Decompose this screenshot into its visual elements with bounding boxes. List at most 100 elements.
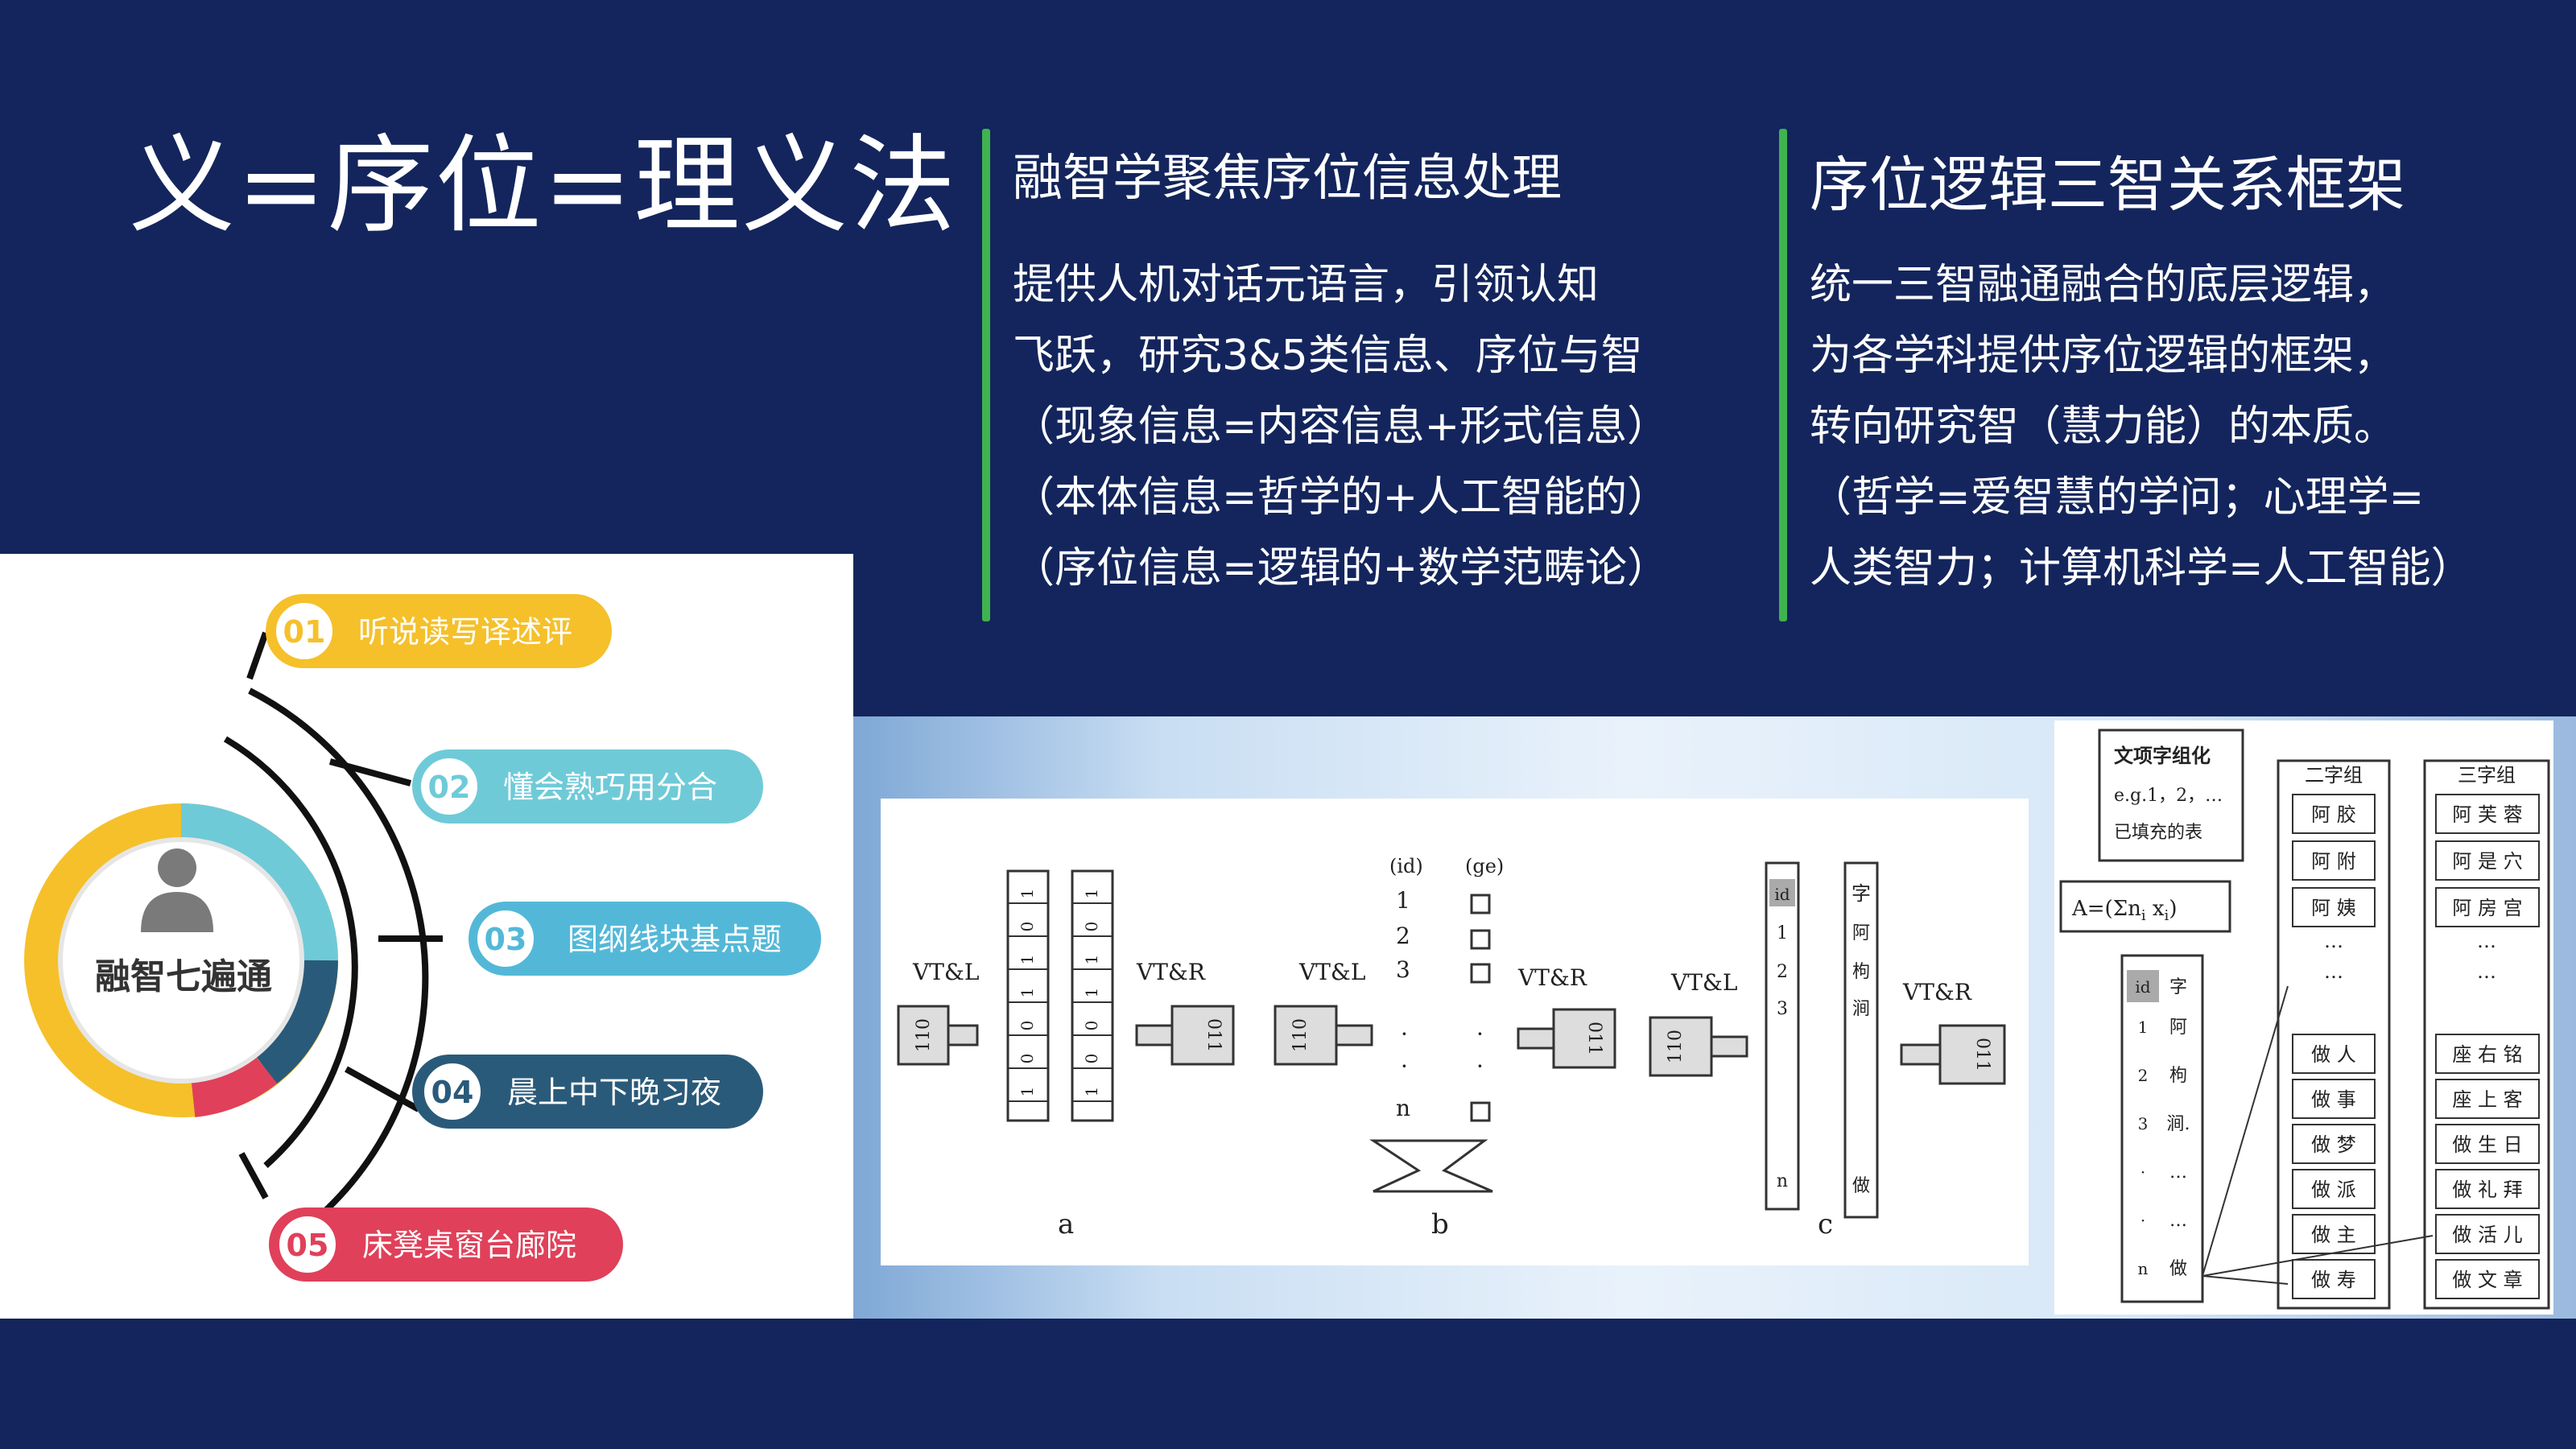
item-number: 05 (287, 1228, 329, 1263)
tape-cell: 做 (1852, 1176, 1870, 1196)
body-line: 统一三智融通融合的底层逻辑， (1810, 261, 2396, 309)
chip-label: 011 (1203, 1018, 1224, 1052)
body-line: 转向研究智（慧力能）的本质。 (1810, 402, 2396, 451)
ellipsis-dot: · (1476, 1021, 1484, 1047)
index-char-cell: 做 (2169, 1259, 2187, 1279)
head-arm (1900, 1043, 1942, 1066)
tape-bit: 1 (1018, 1087, 1037, 1097)
word-cell-text: 阿 姨 (2311, 897, 2356, 919)
word-cell (2292, 1034, 2376, 1074)
tape-cell: n (1777, 1171, 1788, 1191)
col-ge-label: (ge) (1465, 855, 1504, 877)
column-body: 提供人机对话元语言，引领认知 飞跃，研究3&5类信息、序位与智 （现象信息=内容… (1013, 250, 1669, 604)
item-number: 02 (428, 770, 471, 805)
slot-box (1470, 894, 1491, 914)
body-line: 人类智力；计算机科学=人工智能） (1810, 544, 2473, 592)
tape-bit: 1 (1082, 1087, 1101, 1097)
connector-line (345, 1066, 420, 1113)
word-cell (2435, 794, 2540, 834)
word-cell (2435, 1124, 2540, 1164)
word-cell-text: 做 梦 (2311, 1133, 2356, 1156)
column-heading: 融智学聚焦序位信息处理 (1013, 148, 1563, 207)
index-char-cell: … (2169, 1211, 2187, 1231)
tape-cell: 2 (1777, 962, 1788, 982)
slot-box (1470, 1101, 1491, 1122)
balance-scale-icon (1369, 1139, 1493, 1193)
index-id-cell: n (2138, 1259, 2149, 1278)
label-vtr: VT&R (1902, 979, 1972, 1005)
chip-label: 110 (914, 1018, 934, 1052)
tape-a1 (1006, 869, 1050, 1122)
seven-pass-infographic: 融智七遍通 01 听说读写译述评 02 懂会熟巧用分合 03 图纲线块基点题 0… (0, 554, 853, 1319)
head-arm (947, 1024, 979, 1046)
ellipsis-dot: · (1401, 1053, 1408, 1080)
box-line: 已填充的表 (2114, 823, 2202, 843)
tape-bit: 1 (1082, 988, 1101, 998)
tape-bit: 0 (1018, 1021, 1037, 1031)
item-pill-03 (469, 902, 821, 976)
word-cell (2292, 1259, 2376, 1299)
word-cell (2292, 1079, 2376, 1119)
slot-box (1470, 929, 1491, 950)
tape-bit: 0 (1018, 1054, 1037, 1064)
ring-inner (62, 841, 300, 1080)
row-number: 3 (1396, 956, 1410, 983)
word-cell-text: 做 礼 拜 (2452, 1179, 2522, 1201)
label-vtl: VT&L (1670, 969, 1737, 996)
tape-bit: 1 (1018, 889, 1037, 899)
item-number: 01 (283, 614, 326, 650)
tape-bit: 1 (1018, 955, 1037, 965)
index-char-cell: 涧. (2167, 1114, 2190, 1134)
column-heading: 序位逻辑三智关系框架 (1810, 151, 2405, 220)
col-id-label: (id) (1389, 855, 1423, 877)
word-cell-text: 阿 胶 (2311, 803, 2356, 826)
table-fill-box (2098, 729, 2244, 862)
row-number: n (1396, 1095, 1410, 1121)
ring-cyan (180, 803, 338, 961)
chip-label: 110 (1666, 1030, 1686, 1063)
word-cell-text: 阿 芙 蓉 (2452, 803, 2522, 826)
item-number-badge (473, 906, 539, 972)
label-vtr: VT&R (1517, 964, 1587, 991)
tape-bit: 0 (1082, 1054, 1101, 1064)
word-cell (2435, 1169, 2540, 1209)
two-char-title: 二字组 (2305, 764, 2363, 786)
head-arm (1135, 1024, 1174, 1046)
index-char-cell: 枸 (2169, 1066, 2187, 1086)
item-text: 图纲线块基点题 (568, 922, 782, 957)
chip-label: 110 (1290, 1018, 1311, 1052)
word-cell-text: 阿 是 穴 (2452, 850, 2522, 873)
slot-box (1470, 963, 1491, 984)
label-a: a (1058, 1208, 1074, 1241)
tape-bit: 1 (1082, 955, 1101, 965)
mapping-arrow (2202, 1235, 2434, 1277)
body-line: （本体信息=哲学的+人工智能的） (1013, 473, 1670, 522)
word-cell-text: 座 上 客 (2452, 1088, 2522, 1111)
id-tape-header (1769, 879, 1795, 906)
index-id-cell: · (2140, 1162, 2145, 1182)
label-vtr: VT&R (1136, 959, 1206, 985)
connector-line (328, 758, 412, 786)
tape-a2 (1071, 869, 1114, 1122)
index-char-cell: 阿 (2169, 1018, 2187, 1038)
word-cell-text: 阿 房 宫 (2452, 897, 2522, 919)
infographic-svg: 融智七遍通 01 听说读写译述评 02 懂会熟巧用分合 03 图纲线块基点题 0… (24, 594, 821, 1282)
tape-bit: 0 (1082, 1021, 1101, 1031)
body-line: 提供人机对话元语言，引领认知 (1013, 261, 1600, 309)
ring-navy (254, 960, 338, 1084)
three-char-title: 三字组 (2458, 764, 2516, 786)
tape-bit: 1 (1018, 988, 1037, 998)
item-number-badge (419, 1059, 485, 1125)
ellipsis: … (2324, 930, 2343, 952)
tape-header-id: id (1774, 885, 1790, 904)
word-cell-text: 做 派 (2311, 1179, 2356, 1201)
head-arm (1517, 1027, 1555, 1050)
formula-text: A=(Σni xi) (2071, 897, 2177, 924)
index-table (2120, 954, 2204, 1303)
reader-head (1552, 1008, 1616, 1069)
connector-arc (223, 736, 358, 1168)
center-label: 融智七遍通 (95, 956, 272, 997)
item-number-badge (275, 1212, 341, 1278)
